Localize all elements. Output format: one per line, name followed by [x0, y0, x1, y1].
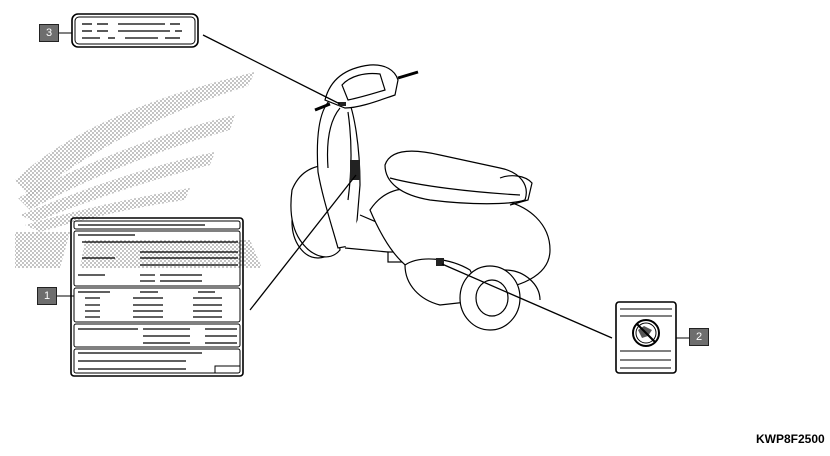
label-3[interactable]	[71, 13, 199, 48]
figure-code: KWP8F2500	[756, 432, 825, 446]
wing-logo-watermark	[15, 72, 262, 268]
callout-1: 1	[37, 287, 57, 305]
label-1[interactable]	[70, 217, 244, 377]
leader-lines	[202, 34, 613, 339]
callout-2: 2	[689, 328, 709, 346]
prohibition-circle-icon	[632, 319, 660, 347]
callout-3: 3	[39, 24, 59, 42]
label-2[interactable]	[615, 301, 677, 374]
scooter-illustration	[290, 64, 551, 331]
